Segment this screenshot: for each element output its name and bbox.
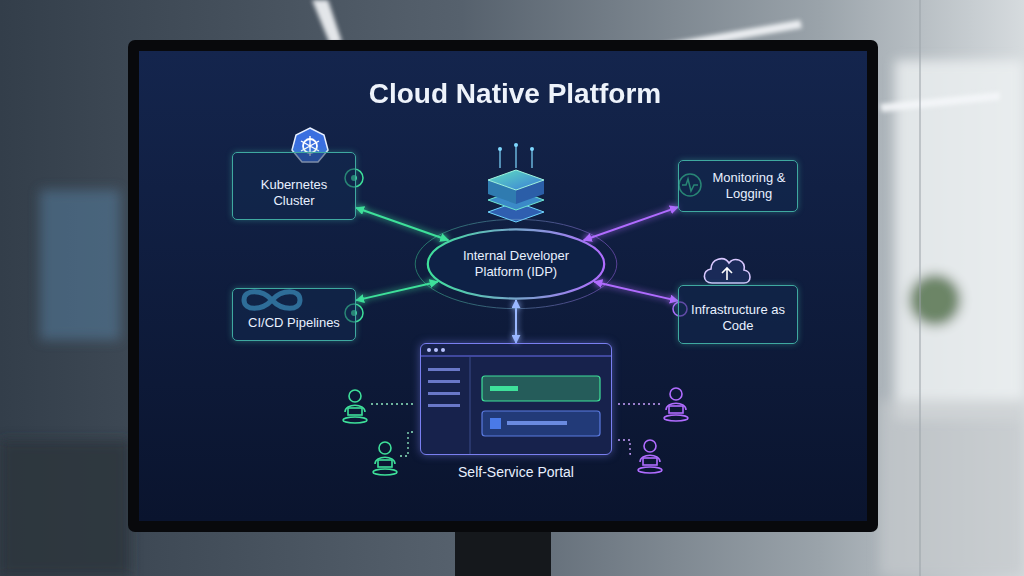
user-icon [664,388,688,421]
ceiling-light [312,0,342,44]
antenna [500,146,532,168]
portal-window: Self-Service Portal [420,343,612,480]
component-box: Kubernetes Cluster [232,152,356,220]
glass-frame [919,0,921,576]
ellipse-border [428,229,604,298]
node-label: Kubernetes Cluster [241,177,347,209]
user-icon [373,442,397,475]
diagram-title: Cloud Native Platform [140,78,890,110]
dotted-link [371,403,414,404]
screen [139,51,867,521]
sidebar-item [428,380,460,383]
sidebar-item [428,368,460,371]
window-dot [434,348,438,352]
user-laptop [378,460,392,467]
window-glow [895,60,1024,420]
platform-cube-icon [488,143,544,222]
node-label: Infrastructure as Code [687,302,789,334]
component-box: CI/CD Pipelines [232,288,356,341]
dotted-link [618,440,634,454]
panel-square [490,418,501,429]
window-fill [420,343,612,455]
component-box: Monitoring & Logging [678,160,798,212]
portal-frame [420,343,612,455]
user-base [343,417,367,423]
connector-arrow [356,282,438,301]
window-dot [427,348,431,352]
ellipse-glow [415,219,617,308]
portal-illustration [420,343,612,455]
user-head [644,440,656,452]
antenna-dot [530,147,534,151]
dotted-link [400,432,414,456]
user-head [349,390,361,402]
connector-arrow [584,207,678,240]
component-box: Infrastructure as Code [678,285,798,344]
antenna-dot [514,143,518,147]
ellipse-text-area: Internal Developer Platform (IDP) [454,248,578,280]
connector-arrow [356,208,448,240]
user-laptop [669,406,683,413]
sidebar-item [428,404,460,407]
user-base [373,469,397,475]
user-icon [343,390,367,423]
node-label: CI/CD Pipelines [241,315,347,331]
monitor-bezel [128,40,878,532]
blue-panel [482,411,600,436]
ceiling-light [880,92,1000,112]
window-bar [421,356,611,357]
cloud-icon [704,259,750,283]
user-base [664,415,688,421]
monitor-stand [455,530,551,576]
window-glow [40,190,120,340]
upload-arrow [722,268,732,280]
user-laptop [348,408,362,415]
user-links [371,404,660,456]
cloud-outline [704,259,750,283]
connector-arrow [515,300,517,343]
green-panel [482,376,600,401]
user-icon [638,440,662,473]
floor-shadow [0,440,130,576]
user-head [379,442,391,454]
panel-bar [507,421,567,425]
user-laptop [643,458,657,465]
connector-arrow [594,282,678,301]
node-label: Internal Developer Platform (IDP) [454,248,578,280]
user-head [670,388,682,400]
antenna-dot [498,147,502,151]
sidebar-divider [470,357,471,454]
plant [909,274,961,326]
desk [880,400,1024,576]
user-base [638,467,662,473]
cube-top [488,170,544,190]
sidebar-item [428,392,460,395]
window-dot [441,348,445,352]
dotted-link [618,403,660,404]
panel-bar [490,386,518,391]
node-label: Monitoring & Logging [707,170,791,202]
node-label: Self-Service Portal [420,464,612,480]
platform-ellipse: Internal Developer Platform (IDP) [426,228,606,300]
